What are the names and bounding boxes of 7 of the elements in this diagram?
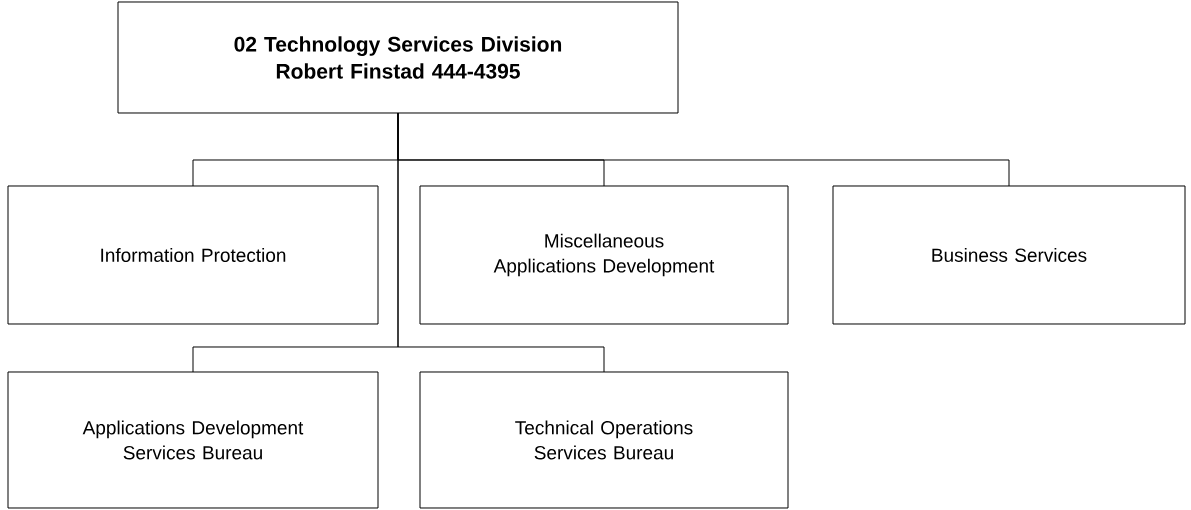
org-box: 02 Technology Services Division Robert Finstad 444-4395: [117, 1, 679, 114]
org-box: Applications Development Services Bureau: [7, 371, 379, 509]
org-box: Business Services: [832, 185, 1186, 325]
org-box: Miscellaneous Applications Development: [419, 185, 789, 325]
org-box: Technical Operations Services Bureau: [419, 371, 789, 509]
connector-line: [397, 112, 605, 373]
org-box: Information Protection: [7, 185, 379, 325]
